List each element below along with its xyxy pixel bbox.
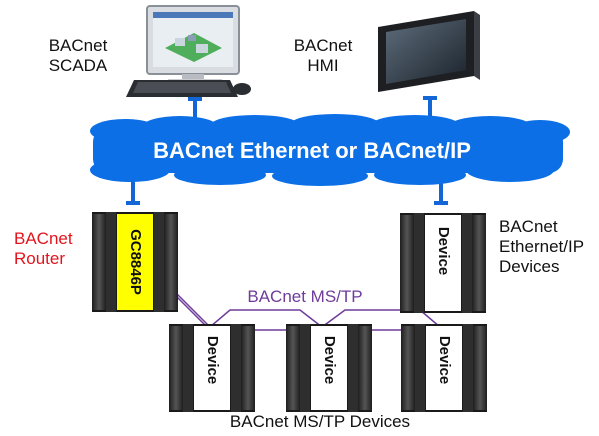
mstp-device-label: Device: [321, 336, 338, 384]
mstp-bus-label: BACnet MS/TP: [247, 287, 363, 306]
network-label: BACnet Ethernet or BACnet/IP: [153, 138, 471, 163]
ip-devices-label-line1: BACnet: [499, 217, 558, 236]
router-label-line1: BACnet: [14, 229, 73, 248]
ip-devices-label-line2: Ethernet/IP: [499, 237, 585, 256]
mstp-device-label: Device: [204, 336, 221, 384]
scada-label-line1: BACnet: [48, 36, 108, 55]
scada-computer-icon: [126, 5, 251, 97]
router-label: BACnet Router: [14, 229, 94, 269]
mstp-device-module: Device: [401, 324, 487, 412]
router-model-label: GC8846P: [127, 229, 144, 295]
hmi-label: BACnet HMI: [283, 36, 363, 76]
router-module: GC8846P: [92, 212, 178, 312]
network-cloud: BACnet Ethernet or BACnet/IP: [90, 114, 570, 186]
mstp-device-module: Device: [286, 324, 372, 412]
mstp-device-label: Device: [436, 336, 453, 384]
hmi-label-line2: HMI: [307, 56, 339, 75]
ip-device-label: Device: [435, 227, 452, 275]
router-label-line2: Router: [14, 249, 66, 268]
ip-device-module: Device: [400, 213, 486, 313]
scada-label: BACnet SCADA: [38, 36, 118, 76]
ip-devices-label-line3: Devices: [499, 257, 560, 276]
scada-label-line2: SCADA: [48, 56, 108, 75]
mstp-devices-label: BACnet MS/TP Devices: [229, 412, 411, 431]
ip-devices-label: BACnet Ethernet/IP Devices: [499, 217, 595, 277]
hmi-label-line1: BACnet: [293, 36, 353, 55]
hmi-panel-icon: [378, 11, 480, 92]
mstp-device-module: Device: [169, 324, 255, 412]
